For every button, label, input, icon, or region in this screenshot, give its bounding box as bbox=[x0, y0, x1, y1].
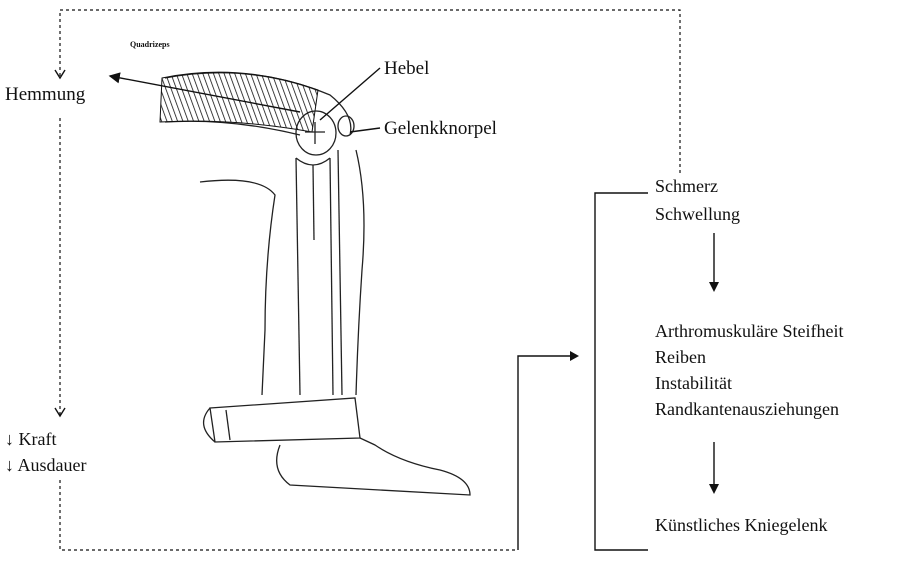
cascade-steifheit: Arthromuskuläre Steifheit bbox=[655, 321, 843, 341]
cascade-randkanten: Randkantenausziehungen bbox=[655, 399, 839, 419]
feedback-loop-dashed bbox=[55, 10, 680, 550]
cascade-kuenstliches-kniegelenk: Künstliches Kniegelenk bbox=[655, 515, 827, 535]
label-kraft: ↓ Kraft bbox=[5, 429, 56, 449]
arrow-down-icon bbox=[709, 484, 719, 494]
label-quadrizeps: Quadrizeps bbox=[130, 40, 170, 49]
label-hemmung: Hemmung bbox=[5, 84, 86, 105]
cascade-instabilitaet: Instabilität bbox=[655, 373, 732, 393]
label-ausdauer: ↓ Ausdauer bbox=[5, 455, 86, 475]
label-gelenkknorpel: Gelenkknorpel bbox=[384, 118, 497, 139]
cascade-reiben: Reiben bbox=[655, 347, 706, 367]
quadriceps-muscle bbox=[160, 72, 318, 132]
cascade-connector bbox=[518, 193, 648, 550]
arrow-down-icon bbox=[709, 282, 719, 292]
cartilage-pointer bbox=[350, 128, 380, 132]
cascade-schwellung: Schwellung bbox=[655, 204, 740, 224]
label-hebel: Hebel bbox=[384, 58, 429, 79]
cascade-arrows bbox=[709, 233, 719, 494]
knee-joint bbox=[296, 111, 336, 155]
cascade-schmerz: Schmerz bbox=[655, 176, 718, 196]
